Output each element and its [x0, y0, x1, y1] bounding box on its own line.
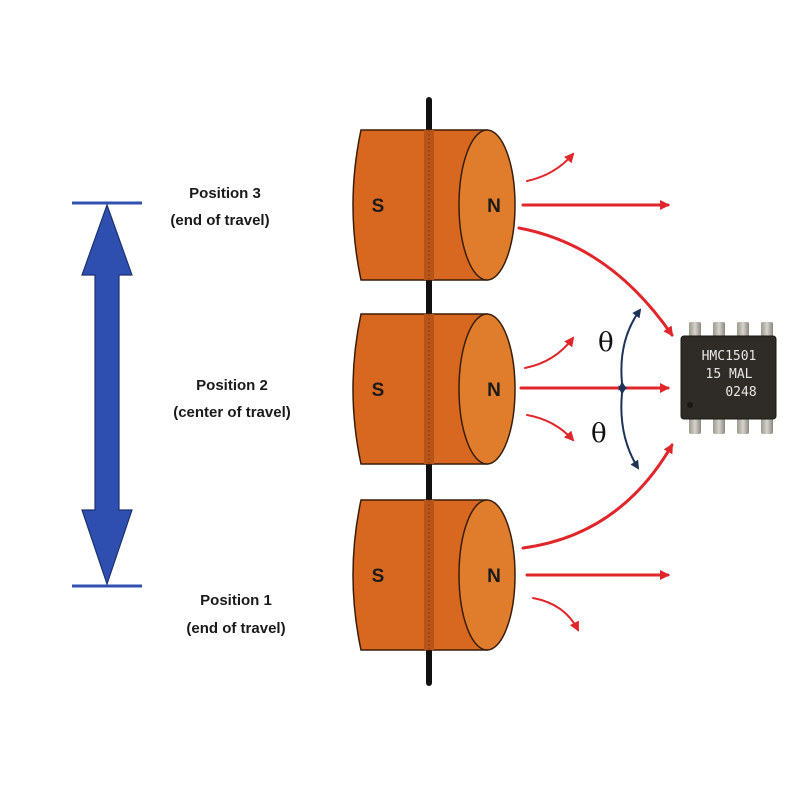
chip-pin-top-2 — [713, 322, 725, 338]
chip-pin-bottom-3 — [737, 418, 749, 434]
north-pole-label: N — [487, 196, 501, 217]
position-label-1: Position 1 (end of travel) — [186, 592, 285, 637]
svg-text:Position 2: Position 2 — [196, 377, 268, 394]
chip-pin1-dot — [687, 402, 693, 408]
south-pole-label: S — [372, 380, 385, 401]
chip-pin-bottom-2 — [713, 418, 725, 434]
field-lines — [517, 152, 674, 632]
chip-pin-bottom-4 — [761, 418, 773, 434]
chip-marking-line-3: 0248 — [725, 385, 756, 400]
svg-text:(center of travel): (center of travel) — [173, 404, 291, 421]
position-label-2: Position 2 (center of travel) — [173, 377, 291, 421]
svg-text:(end of travel): (end of travel) — [170, 212, 269, 229]
svg-text:(end of travel): (end of travel) — [186, 620, 285, 637]
magnet-body — [352, 313, 488, 465]
double-headed-arrow — [81, 203, 133, 586]
chip-pin-top-3 — [737, 322, 749, 338]
position-label-3: Position 3 (end of travel) — [170, 185, 269, 229]
shaft-hole — [424, 314, 434, 464]
shaft-hole — [424, 130, 434, 280]
theta-label-upper: θ — [598, 328, 614, 358]
svg-text:Position 1: Position 1 — [200, 592, 272, 609]
magnet-body — [352, 499, 488, 651]
field-line-m1-down — [532, 597, 579, 632]
south-pole-label: S — [372, 566, 385, 587]
south-pole-label: S — [372, 196, 385, 217]
chip-marking-line-1: HMC1501 — [702, 349, 757, 364]
svg-text:Position 3: Position 3 — [189, 185, 261, 202]
north-pole-label: N — [487, 380, 501, 401]
angle-arc-upper — [618, 308, 642, 391]
field-line-m1-to-sensor — [521, 443, 674, 550]
field-line-m2-down — [526, 414, 575, 442]
sensor-chip: HMC1501 15 MAL 0248 — [680, 322, 777, 434]
chip-body — [681, 336, 776, 419]
magnet-body — [352, 129, 488, 281]
field-line-m3-up — [526, 152, 575, 182]
magnet-north-face — [458, 499, 516, 651]
angle-indicator — [618, 308, 642, 470]
travel-range-arrow — [72, 201, 142, 588]
chip-pin-top-1 — [689, 322, 701, 338]
magnet-north-face — [458, 313, 516, 465]
chip-pin-bottom-1 — [689, 418, 701, 434]
north-pole-label: N — [487, 566, 501, 587]
angle-arc-lower — [618, 385, 640, 470]
chip-pin-top-4 — [761, 322, 773, 338]
theta-label-lower: θ — [591, 419, 607, 449]
shaft-hole — [424, 500, 434, 650]
magnet-north-face — [458, 129, 516, 281]
chip-marking-line-2: 15 MAL — [706, 367, 753, 382]
field-line-m2-up — [524, 336, 575, 369]
field-line-m3-to-sensor — [517, 226, 674, 337]
